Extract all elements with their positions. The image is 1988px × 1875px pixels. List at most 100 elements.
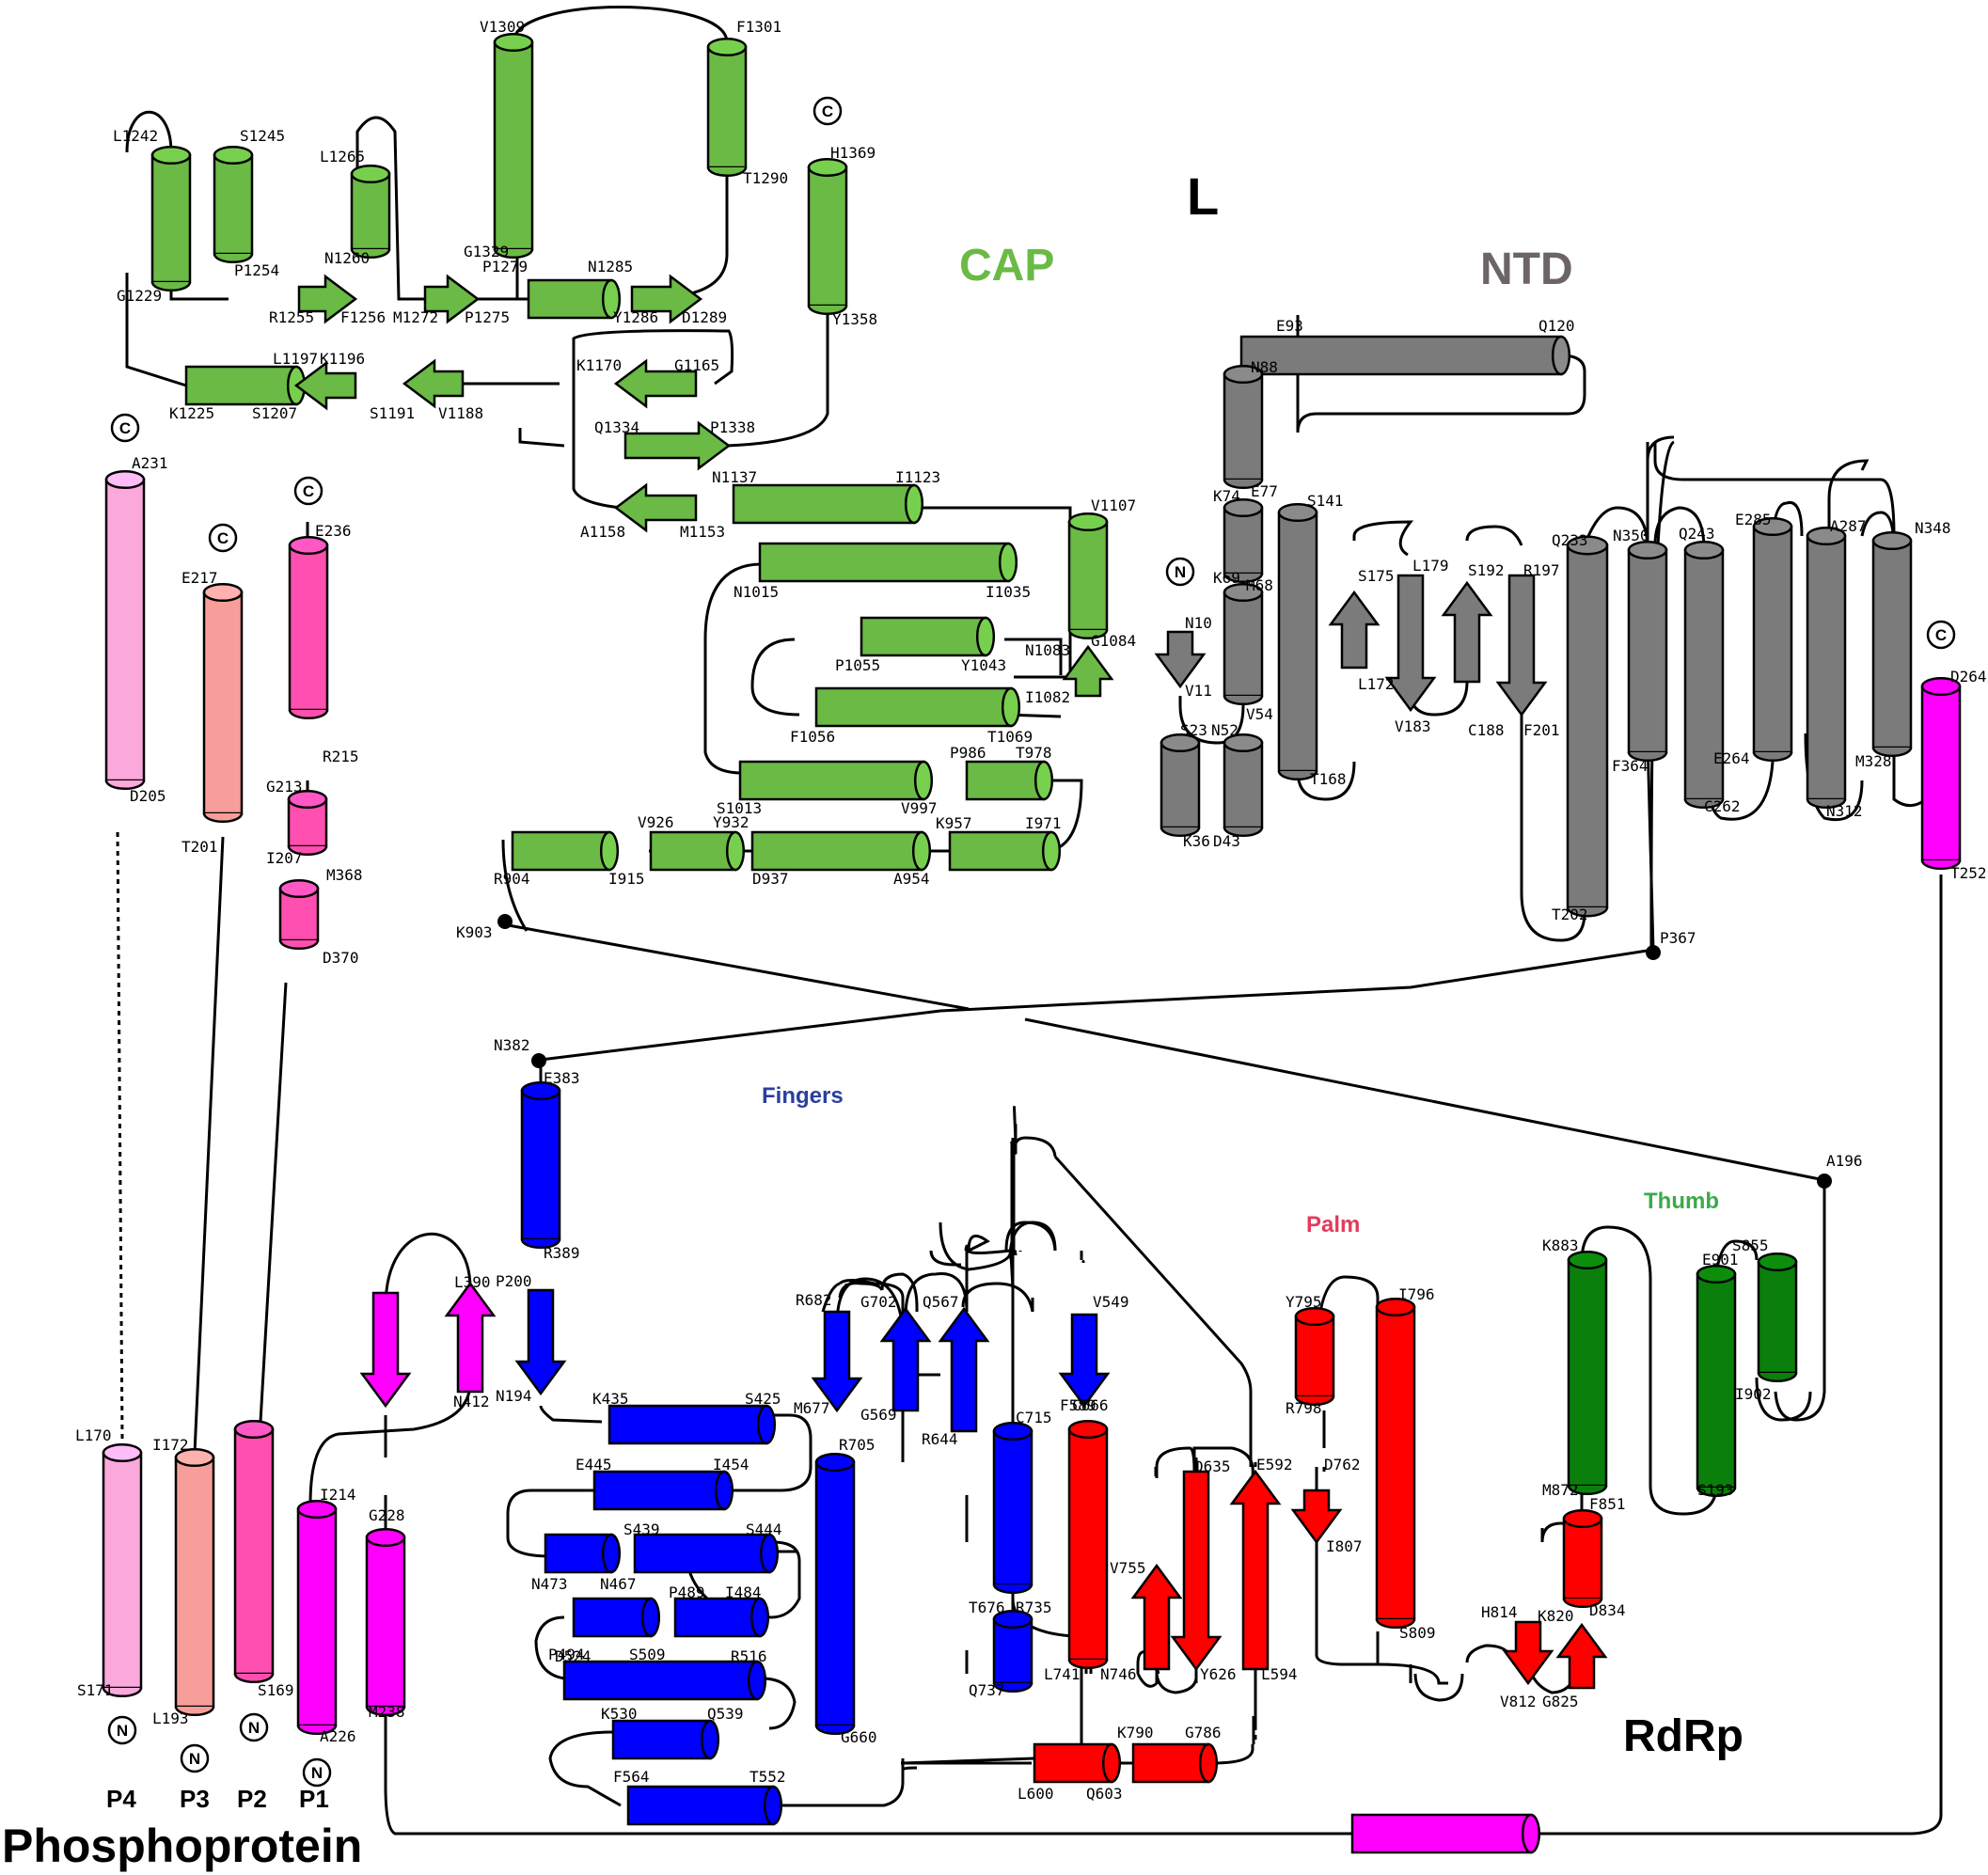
residue-label: E77: [1251, 482, 1278, 500]
residue-label: K903: [456, 923, 493, 941]
helix-N52: [1223, 733, 1264, 838]
loop: [1011, 1136, 1057, 1316]
residue-label: L1197: [273, 350, 318, 368]
residue-label: A954: [893, 870, 930, 888]
helix-D370: [520, 1080, 561, 1250]
helix-S141: [1277, 502, 1318, 781]
helix-K435: [592, 1470, 734, 1511]
residue-label: L193: [152, 1710, 189, 1727]
helix-E217: [202, 582, 244, 824]
residue-label: L170: [75, 1426, 112, 1444]
residue-label: K883: [1542, 1237, 1579, 1254]
residue-label: N194: [496, 1387, 532, 1405]
svg-text:N: N: [1175, 563, 1186, 581]
residue-label: A1158: [580, 523, 625, 541]
helix-A287: [1806, 526, 1847, 810]
residue-label: T978: [1016, 744, 1052, 762]
helix-D264: [1920, 676, 1962, 871]
chain-label-p2: P2: [237, 1785, 267, 1813]
c-terminus-marker: C: [1926, 620, 1956, 650]
loop: [1155, 1446, 1196, 1481]
loop: [967, 1234, 990, 1253]
helix-L600: [1131, 1742, 1219, 1784]
residue-label: Y1286: [613, 308, 658, 326]
svg-text:N: N: [189, 1750, 200, 1768]
strand-G702: [1058, 1313, 1111, 1409]
helix-K530: [626, 1785, 783, 1826]
residue-label: M238: [369, 1703, 405, 1721]
residue-label: N467: [600, 1575, 637, 1593]
helix-S1245: [213, 145, 254, 264]
residue-label: P1254: [234, 261, 279, 279]
loop: [1053, 1155, 1253, 1467]
loop: [961, 1282, 1034, 1313]
residue-label: M1272: [393, 308, 438, 326]
residue-label: V549: [1093, 1293, 1129, 1311]
strand-Q1334: [623, 420, 732, 471]
residue-label: S509: [629, 1646, 666, 1663]
loop: [116, 827, 124, 1440]
residue-label: S1013: [717, 799, 762, 817]
residue-label: V812: [1500, 1693, 1537, 1710]
residue-label: T168: [1310, 770, 1347, 788]
residue-label: Y1043: [961, 656, 1006, 674]
loop: [384, 1232, 472, 1308]
residue-label: G1229: [117, 287, 162, 305]
helix-E592: [1033, 1742, 1122, 1784]
loop: [1653, 506, 1706, 551]
residue-label: I1123: [895, 468, 940, 486]
residue-label: T1069: [987, 728, 1033, 746]
residue-label: R516: [731, 1647, 767, 1665]
breakpoint-dot: [1817, 1174, 1832, 1189]
residue-label: H814: [1481, 1603, 1518, 1621]
residue-label: A231: [132, 454, 168, 472]
residue-label: A196: [1826, 1152, 1863, 1170]
residue-label: D762: [1324, 1456, 1361, 1473]
loop: [917, 506, 1072, 522]
svg-text:N: N: [311, 1764, 323, 1782]
loop: [1377, 1662, 1448, 1685]
helix-P1279: [527, 278, 622, 320]
residue-label: L172: [1358, 675, 1395, 693]
chain-label-p3: P3: [180, 1785, 210, 1813]
loop: [901, 1758, 918, 1771]
residue-label: S1191: [370, 404, 415, 422]
strand-P200: [444, 1281, 497, 1394]
residue-label: R705: [839, 1436, 876, 1454]
residue-label: G213: [266, 778, 303, 796]
residue-label: C188: [1468, 721, 1505, 739]
loop: [501, 839, 529, 932]
residue-label: N412: [453, 1393, 490, 1410]
helix-L390: [607, 1404, 777, 1445]
residue-label: I207: [266, 849, 303, 867]
breakpoint-dot: [1646, 945, 1661, 960]
loop: [1155, 1673, 1198, 1694]
residue-label: I214: [320, 1486, 356, 1504]
loop: [776, 1758, 905, 1807]
strand-I807: [1502, 1620, 1554, 1686]
residue-label: I172: [152, 1436, 189, 1454]
c-terminus-marker: C: [813, 96, 843, 126]
helix-N473: [673, 1597, 770, 1638]
residue-label: K1196: [320, 350, 365, 368]
residue-label: A226: [320, 1727, 356, 1745]
residue-label: N10: [1185, 614, 1212, 632]
helix-S193: [102, 1442, 143, 1698]
loop: [1352, 520, 1414, 557]
loop: [540, 948, 1654, 1062]
residue-label: N1015: [734, 583, 779, 601]
residue-label: S169: [258, 1681, 294, 1699]
residue-label: D834: [1589, 1601, 1626, 1619]
loop: [1178, 696, 1245, 745]
residue-label: S425: [745, 1390, 781, 1408]
residue-label: F1256: [340, 308, 386, 326]
residue-label: P986: [950, 744, 986, 762]
residue-label: D370: [323, 949, 359, 967]
helix-F851: [1567, 1250, 1608, 1496]
residue-label: Y795: [1286, 1293, 1322, 1311]
domain-label-palm: Palm: [1306, 1212, 1360, 1237]
loop: [761, 1677, 797, 1730]
residue-label: Q603: [1086, 1785, 1123, 1803]
loop: [1774, 1180, 1826, 1422]
residue-label: Y626: [1200, 1665, 1237, 1683]
